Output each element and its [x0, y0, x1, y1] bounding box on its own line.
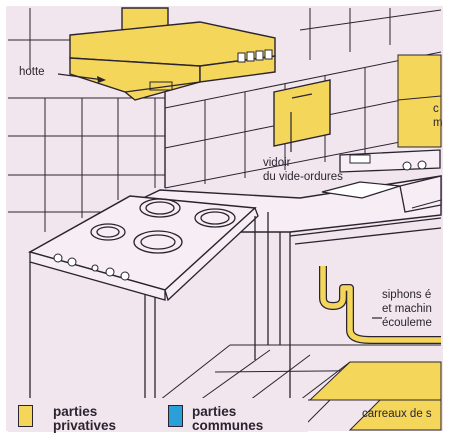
- label-siphon-line2: et machin: [382, 303, 432, 316]
- label-wall-fragment-1: c: [433, 103, 439, 116]
- label-siphon-line3: écouleme: [382, 317, 432, 330]
- highlight-wall-tiles: [398, 55, 441, 147]
- legend-private-swatch: [18, 405, 33, 427]
- label-chute-line1: vidoir: [263, 157, 290, 170]
- legend-common-swatch: [168, 405, 183, 427]
- legend-private-line1: parties: [53, 404, 97, 419]
- label-chute-line2: du vide-ordures: [263, 171, 343, 184]
- label-wall-fragment-2: m: [433, 117, 443, 130]
- legend-common-line2: communes: [192, 418, 263, 433]
- label-tiles: carreaux de s: [362, 408, 432, 421]
- label-hood: hotte: [19, 66, 45, 79]
- legend-common-line1: parties: [192, 404, 236, 419]
- label-siphon-line1: siphons é: [382, 289, 431, 302]
- garbage-chute-hatch: [274, 80, 330, 146]
- legend-private-line2: privatives: [53, 418, 116, 433]
